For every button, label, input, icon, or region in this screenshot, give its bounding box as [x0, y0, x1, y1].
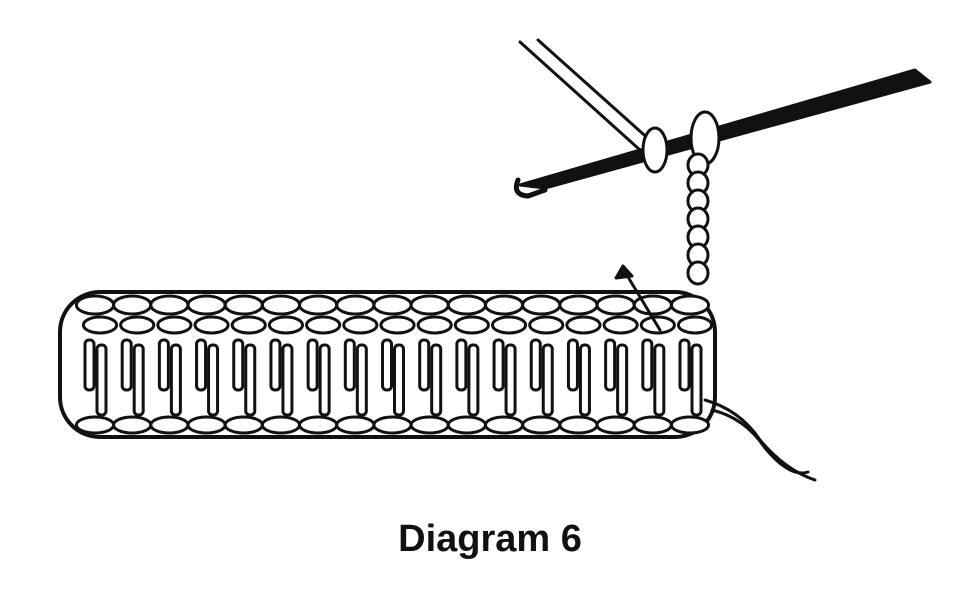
top-loop [409, 294, 450, 316]
second-loop [490, 315, 528, 335]
stitch-post [541, 343, 554, 417]
base-chain-loop [632, 415, 673, 435]
diagram-caption: Diagram 6 [398, 518, 582, 560]
stitch-post [381, 338, 393, 392]
chain-stitch [686, 260, 710, 286]
top-loop [112, 294, 153, 316]
base-chain-loop [483, 415, 525, 435]
second-loop [193, 315, 230, 335]
top-loop [74, 294, 116, 316]
stitch-post [616, 343, 629, 417]
stitch-post [281, 343, 294, 417]
stitch-post [504, 343, 517, 417]
stitch-post [604, 338, 617, 392]
base-chain-loop [521, 415, 562, 435]
base-chain-loop [446, 415, 487, 435]
stitch-post [244, 343, 257, 417]
stitch-post [343, 338, 356, 392]
stitch-post [467, 343, 480, 417]
top-loop [260, 294, 302, 316]
base-chain-loop [335, 415, 376, 435]
stitch-post [120, 338, 133, 392]
insert-arrow-icon [614, 264, 662, 332]
stitch-post [529, 338, 542, 392]
top-loop [669, 294, 711, 316]
base-chain-loop [112, 415, 153, 435]
top-loop [223, 294, 264, 316]
stitch-post [95, 343, 108, 417]
base-chain-loop [669, 415, 711, 435]
second-loop [453, 315, 490, 335]
stitch-post [653, 343, 666, 417]
stitch-post [132, 343, 145, 417]
stitch-post [393, 343, 405, 417]
top-loop [595, 294, 636, 316]
top-loop [149, 294, 190, 316]
base-chain-loop [372, 415, 413, 435]
second-loop [81, 315, 119, 335]
top-loop [298, 294, 339, 316]
second-loop [565, 315, 602, 335]
turning-chain [686, 152, 710, 286]
second-loop [416, 315, 453, 335]
second-loop [156, 315, 193, 335]
base-chain-loop [595, 415, 636, 435]
base-chain-loop [223, 415, 264, 435]
stitch-post [207, 343, 220, 417]
second-loop [305, 315, 342, 335]
stitch-post [641, 338, 654, 392]
second-loop [528, 315, 565, 335]
stitch-post [195, 338, 208, 392]
top-loop [521, 294, 562, 316]
stitch-post [83, 338, 96, 392]
base-chain-loop [260, 415, 302, 435]
working-yarn [518, 38, 654, 152]
base-chain-loop [186, 415, 227, 435]
stitch-post [492, 338, 505, 392]
stitch-post [566, 338, 579, 392]
second-loop [342, 315, 379, 335]
stitch-post [318, 343, 331, 417]
stitch-post [430, 343, 443, 417]
crochet-fabric-strip [58, 290, 717, 439]
crochet-hook-icon [513, 68, 932, 199]
base-chain-loop [298, 415, 339, 435]
stitch-post [232, 338, 245, 392]
top-loop [186, 294, 227, 316]
loops-on-hook [641, 110, 721, 174]
stitch-post [306, 338, 319, 392]
base-chain-loop [74, 415, 116, 435]
top-loop [483, 294, 525, 316]
stitch-post [418, 338, 431, 392]
top-loop [558, 294, 599, 316]
top-loop [446, 294, 487, 316]
stitch-post [169, 343, 182, 417]
base-chain-loop [558, 415, 599, 435]
second-loop [119, 315, 156, 335]
second-loop [230, 315, 267, 335]
stitch-post [157, 338, 170, 392]
stitch-post [269, 338, 282, 392]
base-chain-loop [149, 415, 190, 435]
second-loop [267, 315, 305, 335]
top-loop [335, 294, 376, 316]
stitch-post [578, 343, 591, 417]
top-loop [372, 294, 413, 316]
second-loop [602, 315, 639, 335]
base-chain-loop [409, 415, 450, 435]
stitch-post [355, 343, 368, 417]
stitch-post [690, 343, 703, 417]
second-loop [379, 315, 416, 335]
stitch-post [455, 338, 468, 392]
stitch-post [678, 338, 691, 392]
second-loop [676, 315, 714, 335]
